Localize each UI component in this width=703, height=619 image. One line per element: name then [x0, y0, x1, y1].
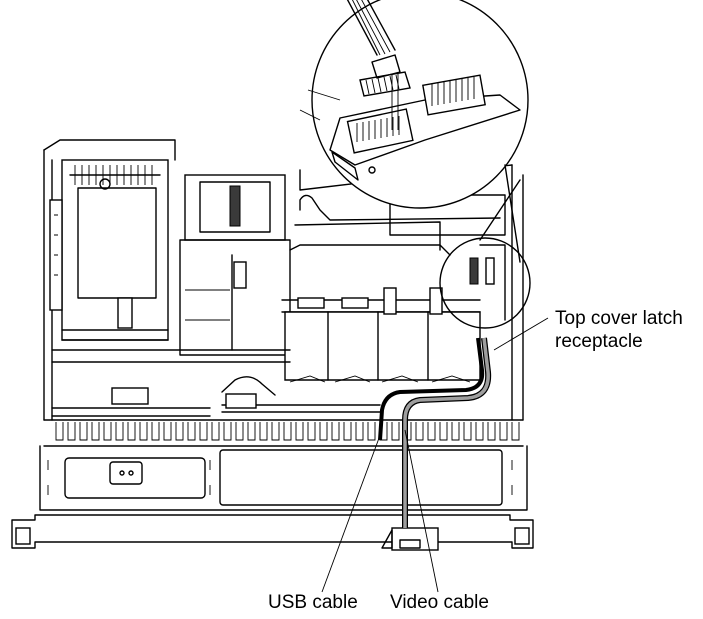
usb-cable — [378, 337, 485, 441]
cables — [378, 337, 492, 528]
usb-leader — [321, 429, 383, 593]
latch-label-line1: Top cover latch — [555, 308, 683, 329]
labels: Top cover latch receptacle USB cable Vid… — [268, 308, 683, 613]
leader-lines — [321, 317, 549, 593]
detail-callout — [299, 0, 531, 329]
video-cable-label: Video cable — [390, 592, 489, 613]
video-leader — [404, 429, 439, 593]
air-baffle — [281, 194, 501, 383]
latch-leader — [493, 317, 549, 351]
power-supply — [49, 159, 169, 341]
vent-comb — [43, 419, 524, 447]
usb-cable-label: USB cable — [268, 592, 358, 613]
latch-label-line2: receptacle — [555, 331, 643, 352]
chassis-crossbars — [51, 349, 381, 417]
front-bezel — [11, 445, 534, 551]
fan-cage — [179, 174, 291, 356]
